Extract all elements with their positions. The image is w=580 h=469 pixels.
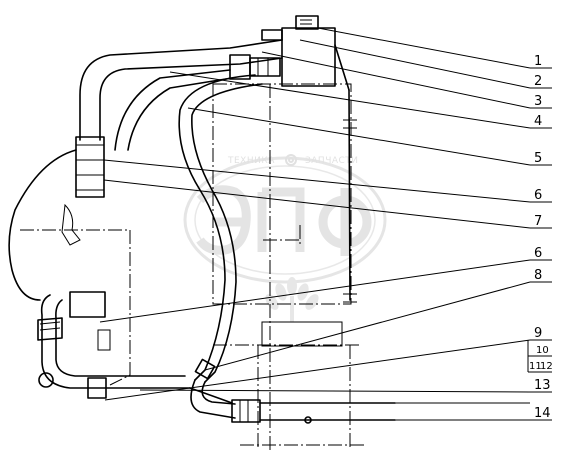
- watermark-gear-icon: [285, 154, 297, 166]
- filler-neck: [281, 15, 357, 303]
- callout-1: 1: [534, 54, 542, 69]
- callout-13: 13: [534, 378, 551, 393]
- callout-2: 2: [534, 74, 542, 89]
- callout-12: 12: [540, 361, 553, 372]
- callout-7: 7: [534, 214, 542, 229]
- left-pipe: [75, 136, 105, 198]
- callout-14: 14: [534, 406, 551, 421]
- callout-5: 5: [534, 151, 542, 166]
- callout-11: 11: [529, 361, 542, 372]
- callout-10: 10: [536, 345, 549, 356]
- leader-lines: [99, 27, 552, 421]
- watermark-logo-letters: [196, 185, 372, 256]
- watermark-left-text: ТЕХНИКА: [227, 156, 275, 166]
- bottom-outlet-pipe: [189, 387, 396, 424]
- watermark: ТЕХНИКА ЗАПЧАСТИ: [183, 154, 387, 322]
- callout-numbers: 1 2 3 4 5 6 7 6 8 9 10 11 12 13 14: [529, 54, 553, 421]
- flexible-hose: [178, 74, 263, 419]
- watermark-wheat-icon: [265, 277, 319, 322]
- callout-3: 3: [534, 94, 542, 109]
- callout-6-lower: 6: [534, 246, 542, 261]
- callout-6-upper: 6: [534, 188, 542, 203]
- callout-9: 9: [534, 326, 542, 341]
- watermark-right-text: ЗАПЧАСТИ: [305, 156, 359, 166]
- callout-8: 8: [534, 268, 542, 283]
- engine-outline: [8, 149, 131, 386]
- upper-hoses: [79, 29, 283, 151]
- lower-elbow-pipe: [37, 291, 191, 399]
- callout-4: 4: [534, 114, 542, 129]
